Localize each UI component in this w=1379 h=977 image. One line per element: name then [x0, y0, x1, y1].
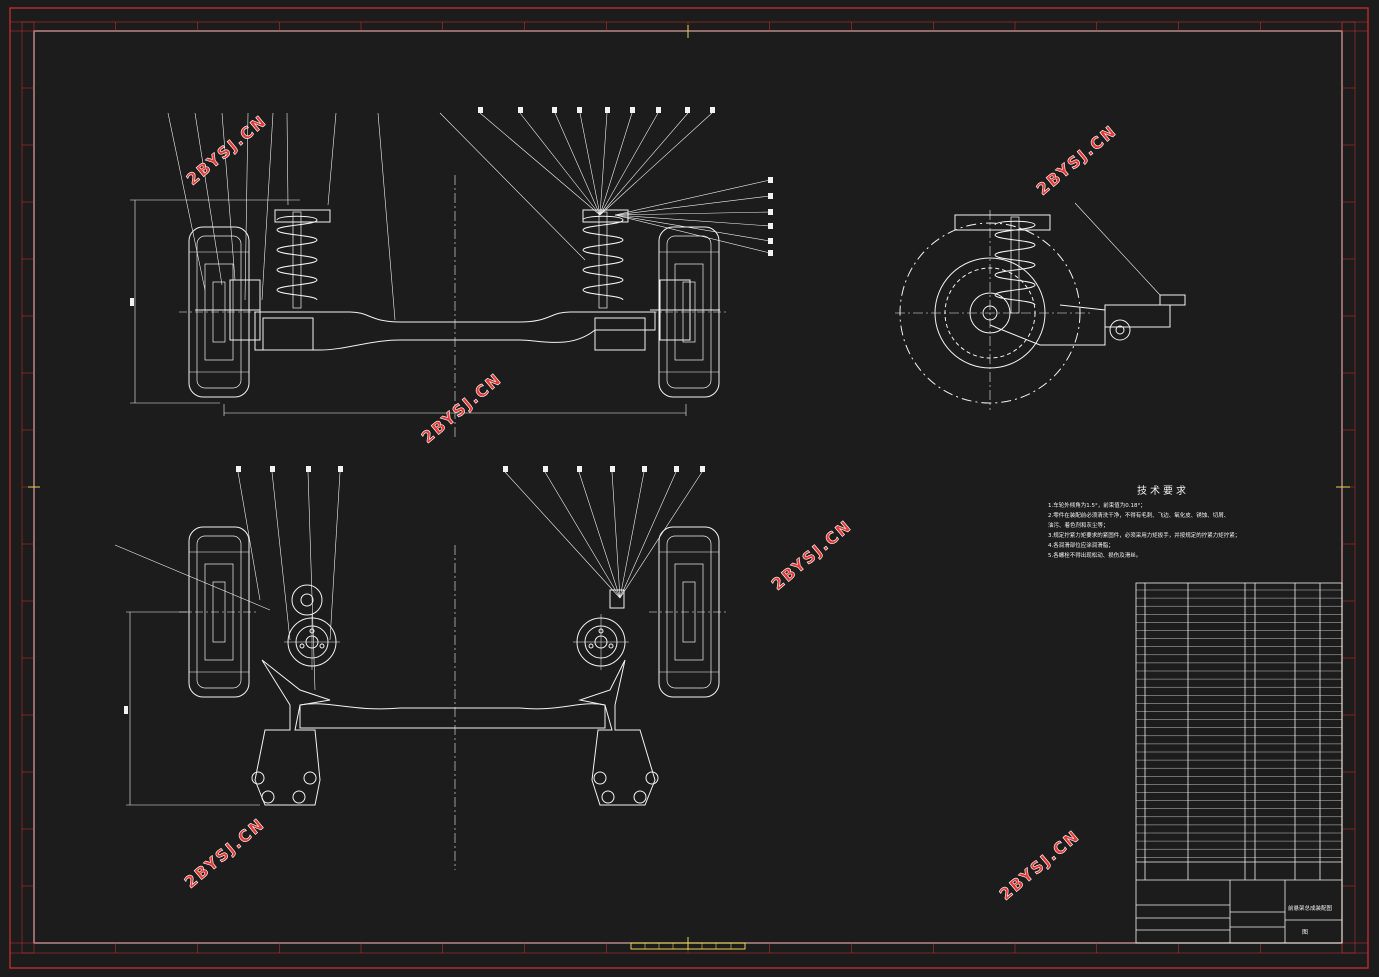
scale-bar	[644, 943, 732, 949]
plan-view	[126, 526, 730, 870]
side-view	[895, 202, 1186, 410]
tech-req-line: 5.各螺栓不得出现松动、损伤及滑丝。	[1048, 553, 1142, 559]
drawing-title: 前悬架总成装配图	[1288, 906, 1333, 912]
bom-table-rows	[1136, 589, 1342, 858]
zone-band-top	[9, 21, 1369, 32]
balloon-tags-plan	[124, 466, 705, 714]
tech-req-line: 1.车轮外倾角为1.5°，前束值为0.18°；	[1048, 503, 1146, 509]
balloon-tags-front	[130, 107, 773, 306]
front-view	[130, 175, 730, 440]
centering-marks	[28, 25, 1350, 950]
leader-lines-front	[167, 112, 771, 321]
tech-req-line: 2.零件在装配前必须清洗干净，不得有毛刺、飞边、氧化皮、锈蚀、切屑、	[1048, 513, 1230, 519]
tech-req-line: 3.规定拧紧力矩要求的紧固件，必须采用力矩扳手，并按规定的拧紧力矩拧紧；	[1048, 533, 1241, 539]
technical-requirements: 技术要求 1.车轮外倾角为1.5°，前束值为0.18°； 2.零件在装配前必须清…	[1048, 482, 1278, 561]
tech-req-line: 4.各润滑部位应涂润滑脂；	[1048, 543, 1114, 549]
title-block	[1135, 582, 1343, 944]
tech-req-line: 油污、着色剂和灰尘等；	[1048, 523, 1109, 529]
tech-req-title: 技术要求	[1137, 486, 1189, 497]
leader-lines-plan	[114, 471, 703, 691]
drawing-number: 图	[1302, 929, 1309, 936]
zone-band-bottom	[9, 942, 1369, 954]
outer-border	[9, 7, 1369, 969]
